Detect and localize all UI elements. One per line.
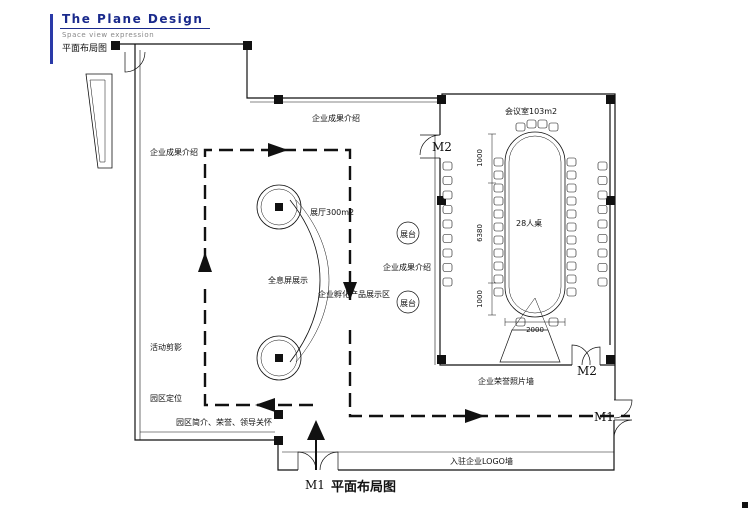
chair bbox=[597, 190, 608, 200]
zone-label-incubation: 企业孵化产品展示区 bbox=[318, 289, 390, 299]
zone-label-park-position: 园区定位 bbox=[150, 393, 182, 403]
chair bbox=[493, 274, 504, 284]
room-label-meeting: 会议室103m2 bbox=[505, 106, 557, 116]
table-label: 28人桌 bbox=[516, 218, 542, 228]
chair bbox=[442, 161, 453, 171]
page-header: The Plane Design Space view expression 平… bbox=[0, 0, 750, 70]
chair bbox=[515, 122, 526, 132]
chair bbox=[597, 205, 608, 214]
door-label-m1-entry: M1 bbox=[305, 478, 325, 492]
plan-title: 平面布局图 bbox=[331, 479, 396, 495]
door-label-m1-side: M1 bbox=[594, 410, 614, 424]
chair bbox=[493, 235, 504, 245]
chair bbox=[442, 219, 453, 229]
chair bbox=[442, 277, 453, 287]
chair bbox=[493, 183, 504, 193]
chair bbox=[566, 274, 577, 284]
header-accent-bar bbox=[50, 14, 53, 64]
circulation-path bbox=[203, 148, 630, 418]
zone-label-achievements-left: 企业成果介绍 bbox=[150, 147, 198, 157]
chair bbox=[537, 119, 548, 129]
chair bbox=[566, 261, 577, 271]
doors bbox=[124, 51, 633, 471]
chairs bbox=[442, 119, 608, 327]
dimension-label-3: 1000 bbox=[476, 290, 484, 308]
chair bbox=[566, 248, 577, 258]
dimension-label-2: 6380 bbox=[476, 224, 484, 242]
zone-label-hologram: 全息屏展示 bbox=[268, 275, 308, 285]
columns bbox=[111, 41, 615, 445]
chair bbox=[493, 222, 504, 232]
chair bbox=[493, 248, 504, 258]
door-label-m2-bottom: M2 bbox=[577, 364, 597, 378]
chair bbox=[442, 190, 453, 200]
chair bbox=[566, 235, 577, 245]
room-label-exhibition: 展厅300m2 bbox=[310, 208, 354, 217]
chair bbox=[597, 248, 608, 258]
chair bbox=[442, 176, 453, 185]
hologram-screens bbox=[256, 184, 330, 381]
chair bbox=[566, 183, 577, 193]
chair bbox=[493, 196, 504, 206]
chair bbox=[566, 287, 577, 297]
chair bbox=[493, 157, 504, 167]
chair bbox=[597, 277, 608, 287]
chair bbox=[597, 234, 608, 243]
zone-label-achievements-mid: 企业成果介绍 bbox=[383, 262, 431, 272]
chair bbox=[548, 122, 559, 132]
chair bbox=[597, 263, 608, 272]
zone-label-achievements-top: 企业成果介绍 bbox=[312, 113, 360, 123]
chair bbox=[597, 176, 608, 185]
booth-label-1: 展台 bbox=[400, 229, 416, 239]
booths bbox=[396, 221, 420, 314]
dimension-label-1: 1000 bbox=[476, 149, 484, 167]
door-label-m2-top: M2 bbox=[432, 140, 452, 154]
header-rule bbox=[60, 28, 210, 29]
hologram-columns bbox=[275, 203, 283, 362]
chair bbox=[493, 170, 504, 180]
path-arrows bbox=[198, 143, 485, 440]
chair bbox=[566, 209, 577, 219]
zone-label-logo-wall: 入驻企业LOGO墙 bbox=[450, 456, 513, 466]
corner-mark bbox=[742, 502, 748, 508]
chair bbox=[493, 287, 504, 297]
chair bbox=[597, 219, 608, 229]
zone-label-park-intro: 园区简介、荣誉、领导关怀 bbox=[176, 417, 272, 427]
chair bbox=[442, 234, 453, 243]
chair bbox=[442, 248, 453, 258]
chair bbox=[566, 222, 577, 232]
chair bbox=[442, 263, 453, 272]
zone-label-activities: 活动剪影 bbox=[150, 342, 182, 352]
meeting-table bbox=[504, 131, 566, 318]
chair bbox=[493, 261, 504, 271]
chair bbox=[526, 119, 537, 129]
booth-label-2: 展台 bbox=[400, 298, 416, 308]
chair bbox=[566, 196, 577, 206]
header-title: The Plane Design bbox=[62, 12, 204, 26]
header-subtitle: Space view expression bbox=[62, 31, 155, 39]
dimension-label-4: 2000 bbox=[526, 326, 544, 334]
chair bbox=[597, 161, 608, 171]
chair bbox=[442, 205, 453, 214]
projector-screen bbox=[499, 297, 561, 363]
chair bbox=[566, 157, 577, 167]
dimension-lines bbox=[488, 133, 566, 326]
header-label: 平面布局图 bbox=[62, 44, 108, 54]
zone-label-honor-wall: 企业荣誉照片墙 bbox=[478, 376, 534, 386]
chair bbox=[493, 209, 504, 219]
chair bbox=[566, 170, 577, 180]
